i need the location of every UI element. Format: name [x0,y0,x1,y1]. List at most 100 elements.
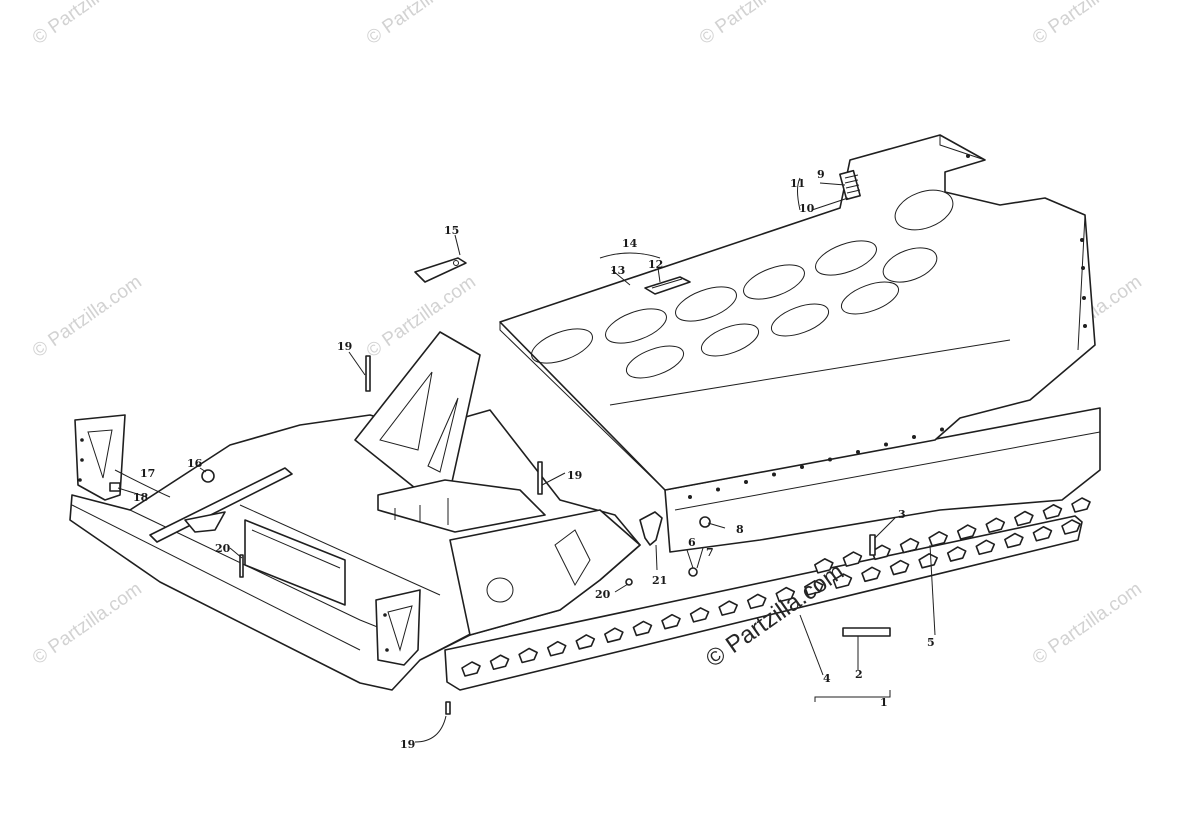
track-lug [832,573,853,589]
part-20-left [239,554,244,578]
rivet [716,487,720,492]
seat-emblem-part [644,276,691,295]
rivet [884,442,888,447]
part-8 [699,516,711,528]
callout-18: 18 [133,491,149,504]
snowmobile-chassis-drawing: 1 2 3 4 5 6 7 8 9 10 11 12 13 14 15 16 1… [69,134,1101,751]
track-lug [775,586,796,603]
hardware [109,257,891,715]
callout-11: 11 [790,177,805,190]
hood-support-bracket [354,331,546,533]
callout-9: 9 [817,168,825,181]
callout-10: 10 [799,202,815,215]
callout-19-upper: 19 [337,340,352,353]
track-lug [804,580,824,596]
rivet [912,435,916,439]
track-lug [956,524,977,540]
track-lug [899,537,920,554]
track-lug [1004,532,1024,549]
track-lug [689,607,710,623]
rivet [744,480,748,484]
rivet-19-middle [537,461,543,495]
track-lug [546,640,567,657]
callout-15: 15 [444,224,459,237]
callout-5: 5 [927,636,935,649]
watermark: © Partzilla.com [29,0,146,49]
track-lug [518,647,538,664]
watermark: © Partzilla.com [1029,578,1146,669]
rivet-19-lower [445,701,451,715]
seat-assembly [499,134,1096,499]
callout-20-right: 20 [595,588,611,601]
rivet [688,495,692,499]
watermark: © Partzilla.com [29,578,146,669]
slide-part-2 [842,627,891,637]
track-lug [575,634,596,650]
part-16 [201,469,215,483]
part-3 [869,534,876,556]
watermark: © Partzilla.com [1029,0,1146,49]
callout-4: 4 [823,672,831,685]
track-lug [861,566,881,583]
track-lug [946,546,967,562]
part-18 [109,482,121,492]
rivet [940,427,944,432]
track-lug [985,517,1006,534]
callout-12: 12 [648,258,663,271]
track-lug [461,661,481,677]
track-lug [975,539,996,556]
callout-13: 13 [610,264,625,277]
track-lug [814,558,834,574]
callout-1: 1 [880,696,888,709]
callout-2: 2 [855,668,863,681]
callout-17: 17 [140,467,155,480]
front-bumper-tube [149,467,293,543]
track-lug [871,544,891,561]
callout-3: 3 [898,508,906,521]
callout-7: 7 [706,546,714,559]
part-6 [688,567,698,577]
track-lug [842,551,863,567]
track-lug [661,613,681,630]
track-lug [632,620,653,637]
callout-14: 14 [622,237,638,250]
rivet-19-upper [365,355,371,392]
callout-20-left: 20 [215,542,231,555]
seat-cushion-pattern [531,189,954,379]
watermark: © Partzilla.com [363,0,480,49]
seat-base [664,407,1101,553]
rivet [828,457,832,462]
track-lug [1014,510,1034,527]
track-lug [718,600,738,616]
track-lug [746,593,767,610]
rear-flap-rivets [966,154,1087,328]
track-lug [1071,497,1091,513]
rivet [772,472,776,477]
rivet [800,465,804,469]
front-right-bracket [375,589,421,666]
track-lug [928,531,948,547]
watermark: © Partzilla.com [696,0,813,49]
track-lug [1032,525,1053,542]
track-lug [1042,503,1063,520]
track-lug [918,553,938,569]
callout-21: 21 [652,574,667,587]
track-lug [489,654,510,671]
callout-16: 16 [187,457,203,470]
callout-19-middle: 19 [567,469,582,482]
seat-latch-part [839,169,861,201]
watermark: © Partzilla.com [29,271,146,362]
part-20 [625,578,633,586]
callout-8: 8 [736,523,744,536]
track-lug [1061,519,1081,535]
front-left-bracket [74,414,126,501]
track-assembly [444,497,1091,691]
callout-19-lower: 19 [400,738,415,751]
track-lug [604,627,624,643]
track-lug [889,559,910,576]
callout-6: 6 [688,536,696,549]
seat-rivets [688,427,944,499]
callout-numbers: 1 2 3 4 5 6 7 8 9 10 11 12 13 14 15 16 1… [133,168,935,751]
leader-lines [114,177,936,743]
